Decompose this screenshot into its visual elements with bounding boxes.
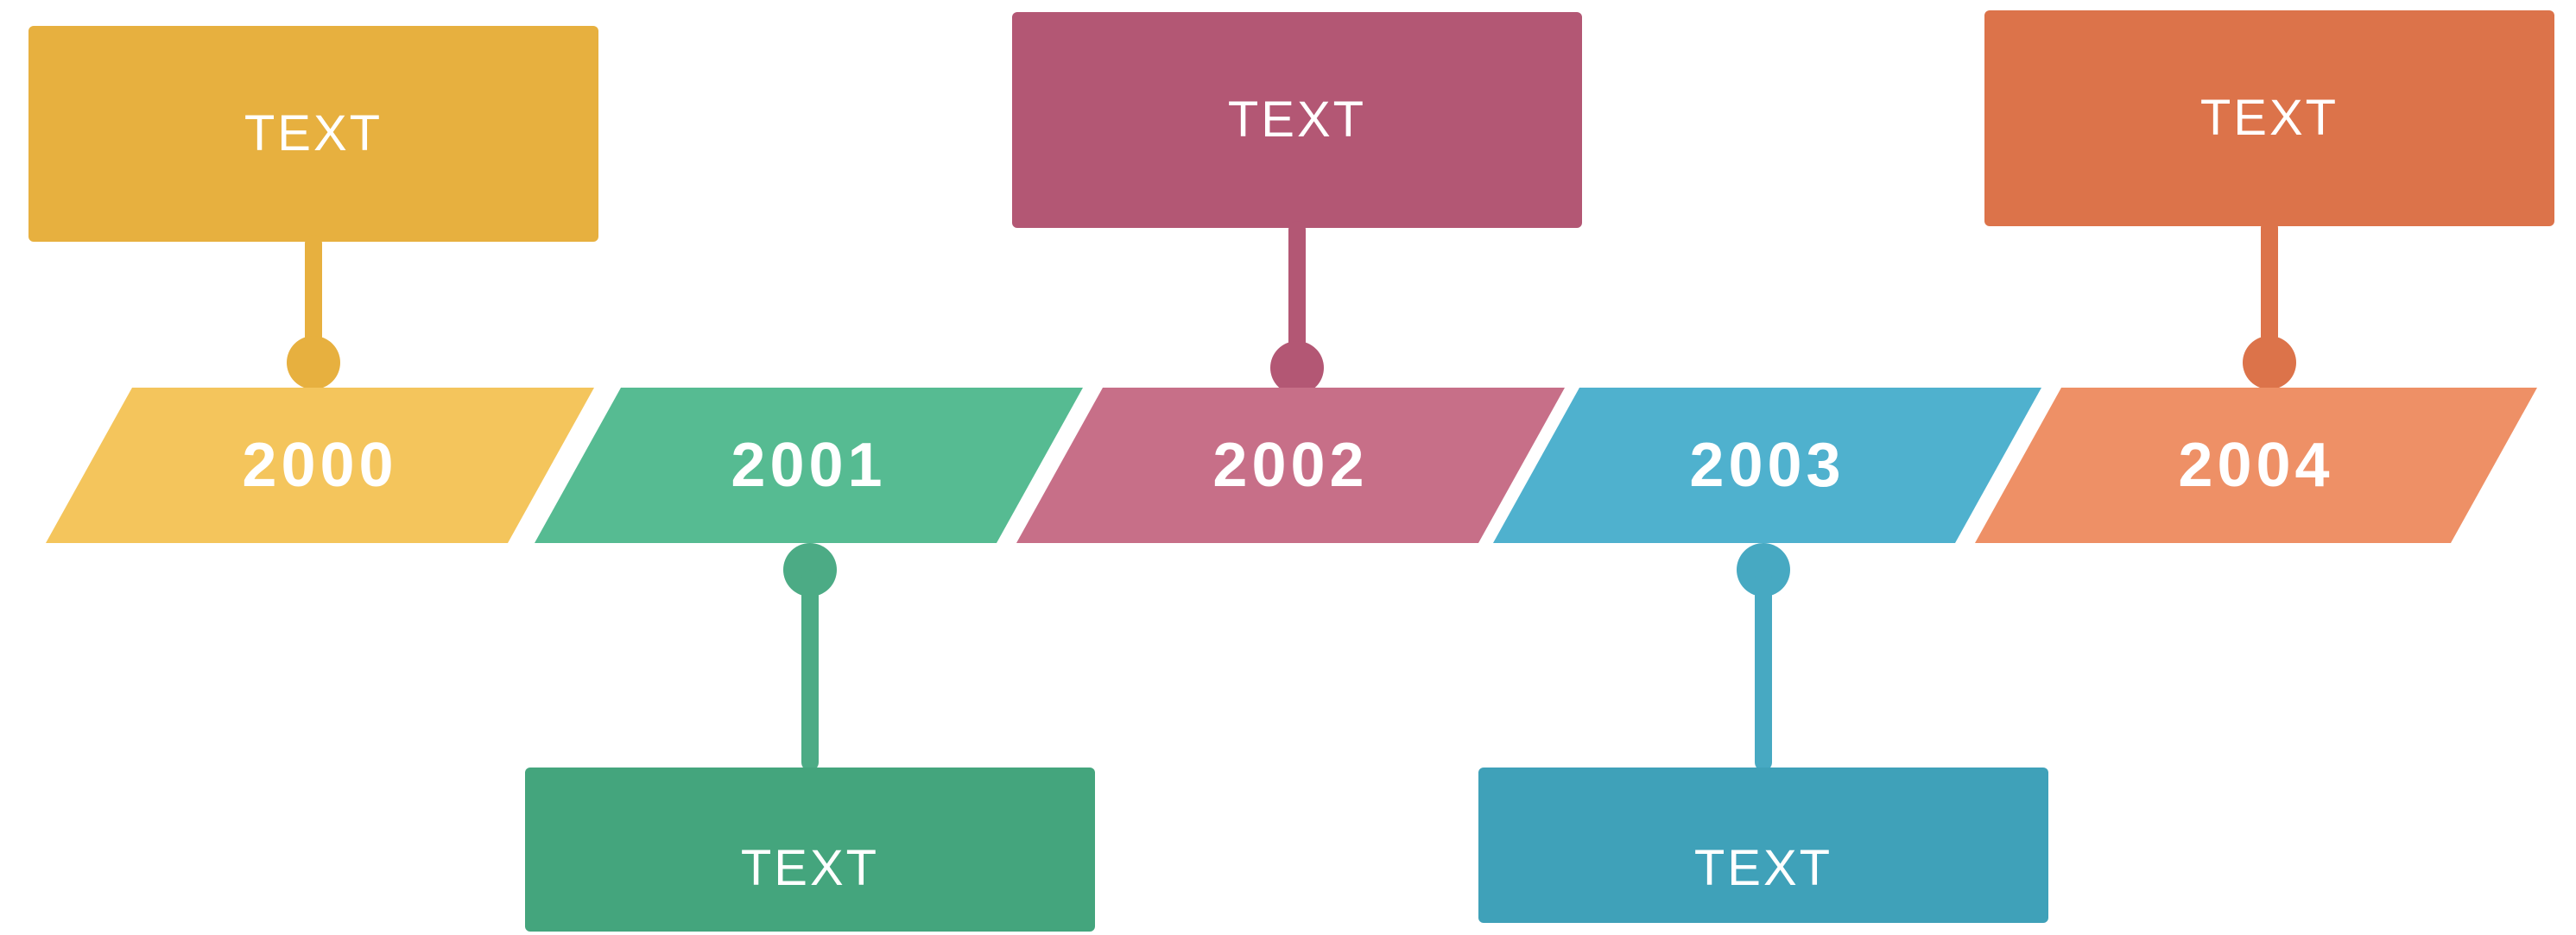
text-card-label: TEXT (244, 105, 383, 161)
text-card-2001: TEXT (525, 768, 1095, 932)
text-card-2003: TEXT (1478, 768, 2048, 923)
year-band-2002: 2002 (1016, 388, 1565, 543)
text-card-2000: TEXT (28, 26, 598, 242)
connector-line-2003 (1755, 570, 1772, 771)
connector-dot-2000 (287, 336, 340, 389)
year-label: 2000 (242, 431, 398, 500)
year-band-2003: 2003 (1493, 388, 2041, 543)
text-card-2002: TEXT (1012, 12, 1582, 228)
year-label: 2004 (2178, 431, 2334, 500)
text-card-label: TEXT (1693, 840, 1833, 896)
year-band-2000: 2000 (46, 388, 594, 543)
connector-line-2004 (2261, 219, 2278, 345)
text-card-label: TEXT (2199, 90, 2339, 146)
text-card-label: TEXT (1227, 92, 1367, 148)
year-label: 2002 (1212, 431, 1369, 500)
connector-line-2001 (801, 570, 819, 771)
text-card-label: TEXT (740, 840, 880, 896)
year-label: 2003 (1689, 431, 1845, 500)
year-label: 2001 (731, 431, 887, 500)
year-band-2004: 2004 (1975, 388, 2537, 543)
connector-dot-2002 (1270, 341, 1324, 395)
text-card-2004: TEXT (1984, 10, 2554, 226)
connector-line-2000 (305, 235, 322, 364)
connector-dot-2004 (2243, 336, 2296, 389)
connector-line-2002 (1288, 221, 1306, 368)
year-band-2001: 2001 (535, 388, 1083, 543)
